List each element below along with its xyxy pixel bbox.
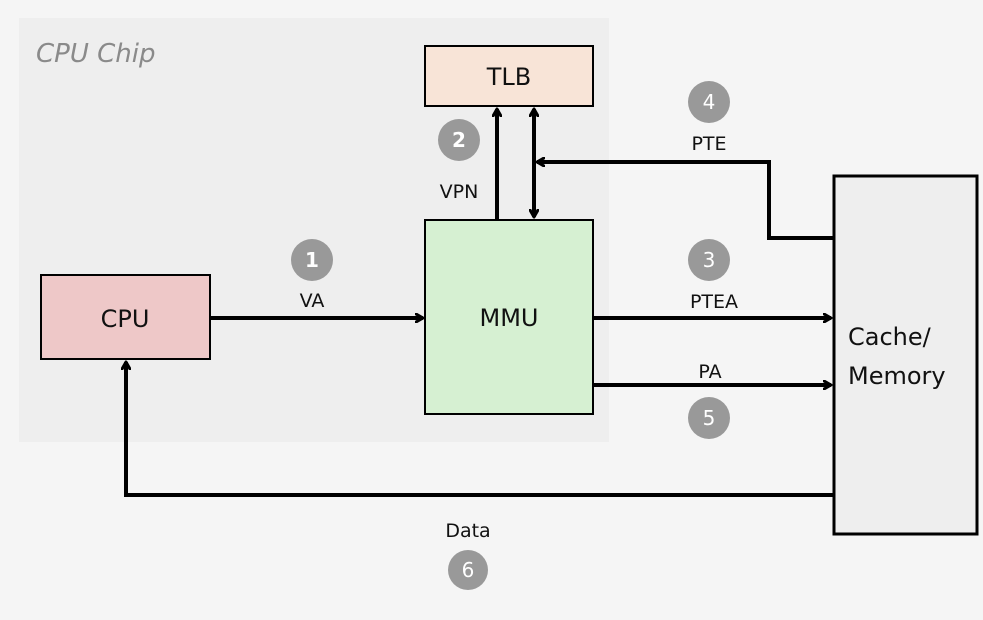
step-badge-4-circle — [688, 81, 730, 123]
mmu-label: MMU — [480, 304, 539, 332]
step-badge-6: 6 — [448, 550, 488, 590]
cpu-label: CPU — [101, 305, 150, 333]
step-badge-3-circle — [688, 239, 730, 281]
step-badge-5-circle — [688, 397, 730, 439]
pa-label: PA — [698, 361, 721, 383]
data-arrow — [126, 362, 833, 497]
step-badge-2-number: 2 — [452, 128, 466, 152]
step-badge-4-number: 4 — [703, 90, 716, 114]
step-badge-6-number: 6 — [462, 558, 475, 582]
step-badge-1: 1 — [291, 239, 333, 281]
memory-label-line1: Cache/ — [848, 323, 932, 351]
step-badge-2: 2 — [438, 119, 480, 161]
data-label: Data — [445, 520, 490, 542]
ptea-label: PTEA — [690, 291, 738, 313]
pte-label: PTE — [691, 133, 726, 155]
vpn-label: VPN — [440, 181, 479, 203]
tlb-label: TLB — [486, 63, 532, 91]
cpu-node: CPU — [40, 274, 211, 360]
step-badge-6-circle — [448, 550, 488, 590]
mmu-node: MMU — [424, 219, 594, 415]
pte-arrow — [537, 162, 833, 240]
step-badge-3: 3 — [688, 239, 730, 281]
step-badge-4: 4 — [688, 81, 730, 123]
connections — [126, 109, 833, 497]
step-badge-1-circle — [291, 239, 333, 281]
step-badge-3-number: 3 — [703, 248, 716, 272]
step-badge-5: 5 — [688, 397, 730, 439]
step-badge-1-number: 1 — [305, 248, 319, 272]
cpu-box — [40, 274, 211, 360]
memory-node: Cache/ Memory — [832, 174, 979, 536]
memory-label-line2: Memory — [848, 362, 946, 390]
memory-box — [832, 174, 979, 536]
tlb-box — [424, 45, 594, 107]
step-badge-5-number: 5 — [703, 406, 716, 430]
step-badge-2-circle — [438, 119, 480, 161]
tlb-node: TLB — [424, 45, 594, 107]
va-label: VA — [300, 290, 325, 312]
cpu-chip-title: CPU Chip — [36, 39, 156, 69]
mmu-box — [424, 219, 594, 415]
